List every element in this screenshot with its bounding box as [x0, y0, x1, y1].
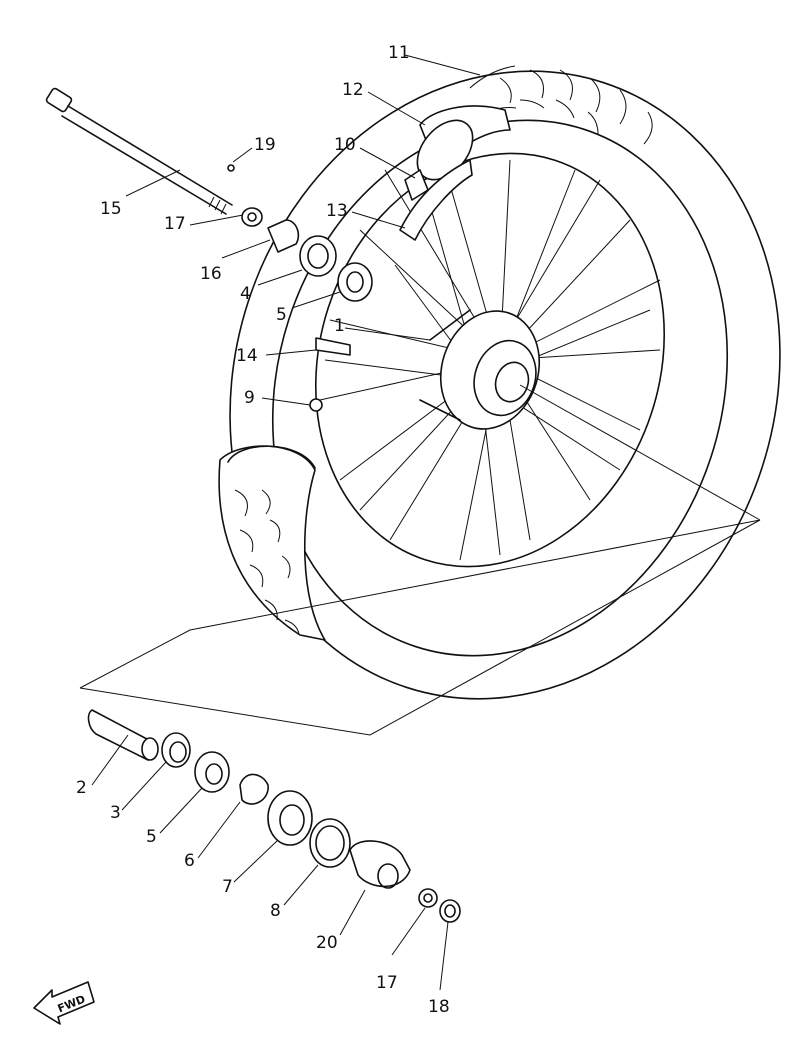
part-label-3: 3 [110, 803, 121, 823]
part-label-2: 2 [76, 778, 87, 798]
part-label-11: 11 [388, 43, 410, 63]
part-label-20: 20 [316, 933, 338, 953]
rim-band-and-tube [399, 105, 511, 241]
part-label-10: 10 [334, 135, 356, 155]
part-label-4: 4 [240, 284, 251, 304]
part-label-19: 19 [254, 135, 276, 155]
leader-lines [91, 54, 481, 991]
part-label-12: 12 [342, 80, 364, 100]
part-label-15: 15 [100, 199, 122, 219]
rim [314, 152, 666, 568]
part-label-14: 14 [236, 346, 258, 366]
tire [229, 65, 781, 700]
left-side-parts [227, 164, 373, 412]
part-label-17-top: 17 [164, 214, 186, 234]
part-label-16: 16 [200, 264, 222, 284]
part-label-6: 6 [184, 851, 195, 871]
hub [419, 309, 541, 430]
part-label-5-bottom: 5 [146, 827, 157, 847]
part-label-9: 9 [244, 388, 255, 408]
part-label-18: 18 [428, 997, 450, 1017]
fwd-direction-badge: FWD [33, 981, 95, 1025]
exploded-parts-bottom [79, 384, 761, 923]
part-label-1: 1 [334, 316, 345, 336]
part-label-5-top: 5 [276, 305, 287, 325]
part-labels: 11 12 10 19 15 13 17 16 4 5 1 14 9 2 3 5… [76, 43, 450, 1017]
part-label-7: 7 [222, 877, 233, 897]
part-label-8: 8 [270, 901, 281, 921]
part-label-17-bottom: 17 [376, 973, 398, 993]
part-label-13: 13 [326, 201, 348, 221]
tire-cutaway-section [218, 445, 326, 641]
axle-shaft [45, 87, 233, 215]
